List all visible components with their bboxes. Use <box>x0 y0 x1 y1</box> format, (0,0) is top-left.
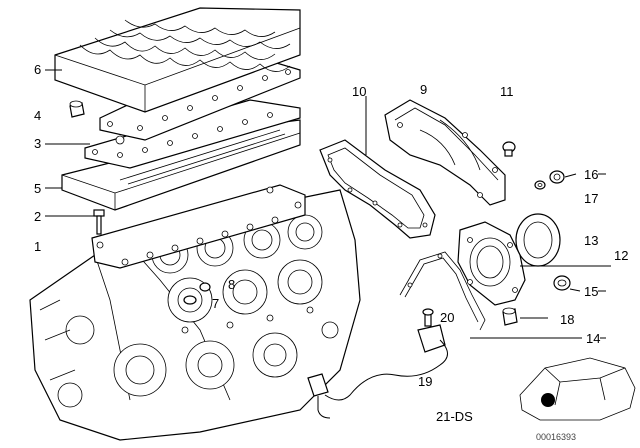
callout-12: 12 <box>614 248 628 263</box>
callout-9: 9 <box>420 82 427 97</box>
bolt-2 <box>93 209 105 235</box>
bushing-8 <box>199 282 211 292</box>
shaft-seal <box>515 213 561 267</box>
timing-cover-gasket <box>319 139 436 239</box>
knock-sensor <box>307 308 448 419</box>
image-code: 00016393 <box>536 432 576 442</box>
callout-4: 4 <box>34 108 41 123</box>
end-cover-gasket <box>399 251 486 331</box>
callout-8: 8 <box>228 277 235 292</box>
callout-7: 7 <box>212 296 219 311</box>
timing-cover <box>384 99 506 206</box>
callout-1: 1 <box>34 239 41 254</box>
callout-18: 18 <box>560 312 574 327</box>
callout-13: 13 <box>584 233 598 248</box>
callout-10: 10 <box>352 84 366 99</box>
callout-15: 15 <box>584 284 598 299</box>
plug <box>69 100 85 118</box>
seal-ring-17 <box>534 180 546 190</box>
callout-17: 17 <box>584 191 598 206</box>
car-thumbnail <box>519 357 636 421</box>
cylinder-head-gasket-lower <box>91 184 306 269</box>
callout-11: 11 <box>500 84 514 99</box>
bolt-11 <box>502 141 516 157</box>
bushing-7 <box>183 295 197 305</box>
diagram-code: 21-DS <box>436 409 473 424</box>
callout-5: 5 <box>34 181 41 196</box>
callout-16: 16 <box>584 167 598 182</box>
callout-14: 14 <box>586 331 600 346</box>
callout-19: 19 <box>418 374 432 389</box>
bolt-15 <box>553 275 571 291</box>
callout-6: 6 <box>34 62 41 77</box>
top-cover <box>54 7 301 113</box>
callout-3: 3 <box>34 136 41 151</box>
leader-lines <box>45 69 611 339</box>
callout-20: 20 <box>440 310 454 325</box>
callout-2: 2 <box>34 209 41 224</box>
lower-cover <box>61 119 301 211</box>
end-cover <box>457 221 526 306</box>
gasket-middle <box>84 99 301 169</box>
screw-plug-16 <box>549 170 565 184</box>
sleeve-18 <box>502 307 518 326</box>
